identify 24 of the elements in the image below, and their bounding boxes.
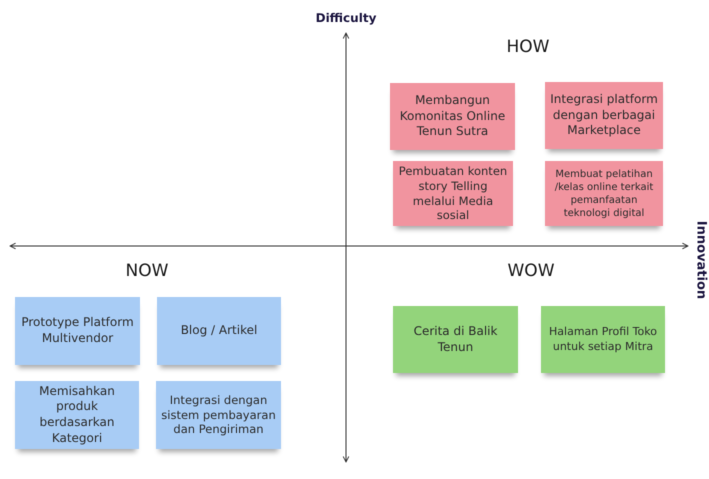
sticky-note xyxy=(15,297,140,365)
sticky-note xyxy=(157,297,281,365)
axis-label: Difficulty xyxy=(316,11,376,25)
sticky-note xyxy=(156,381,281,449)
quadrant-label: NOW xyxy=(126,261,168,281)
note-text: Cerita di Balik Tenun xyxy=(412,324,498,356)
note-text: Prototype Platform Multivendor xyxy=(20,315,135,347)
note-text: Memisahkan produk berdasarkan Kategori xyxy=(38,384,116,446)
note-text: Integrasi platform dengan berbagai Marketplace xyxy=(549,92,659,139)
sticky-note xyxy=(545,82,663,149)
quadrant-label: HOW xyxy=(506,37,550,57)
note-text: Membuat pelatihan /kelas online terkait pemanfaatan teknologi digital xyxy=(554,168,654,220)
sticky-note xyxy=(390,83,515,150)
note-text: Integrasi dengan sistem pembayaran dan Pengiriman xyxy=(160,392,277,438)
note-text: Membangun Komonitas Online Tenun Sutra xyxy=(398,93,506,140)
note-text: Blog / Artikel xyxy=(180,323,258,339)
sticky-note xyxy=(393,306,518,373)
quadrant-label: WOW xyxy=(508,261,554,281)
sticky-note xyxy=(15,381,139,449)
sticky-note xyxy=(541,306,665,373)
note-text: Pembuatan konten story Telling melalui Media sosial xyxy=(398,164,508,224)
sticky-note xyxy=(545,161,663,226)
note-text: Halaman Profil Toko untuk setiap Mitra xyxy=(548,325,658,354)
axis-label: Innovation xyxy=(694,220,708,300)
